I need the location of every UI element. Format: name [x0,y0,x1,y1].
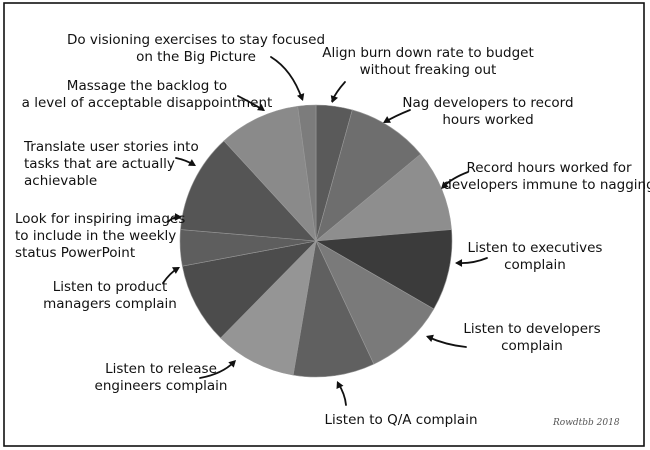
arrow-head [228,360,236,368]
slice-label-line: a level of acceptable disappointment [22,95,273,111]
arrow-head [455,259,463,267]
slice-label-line: Listen to Q/A complain [324,412,477,428]
slice-label-line: Look for inspiring images [15,211,185,227]
slice-label-line: complain [504,257,566,273]
arrow-head [426,334,434,343]
arrow-head [296,93,305,101]
pie-slice [223,105,317,242]
slice-label-line: achievable [24,173,97,189]
slice-label-line: developers immune to nagging [443,177,650,193]
slice-label-line: Listen to release [105,361,217,377]
arrow-head [441,181,449,189]
slice-label-line: Listen to developers [463,321,600,337]
signature: Rowdtbb 2018 [552,418,620,428]
slice-label-line: to include in the weekly [15,228,176,244]
slice-label-line: complain [501,338,563,354]
slice-label: Listen to Q/A complain [324,412,477,428]
slice-label-line: hours worked [442,112,533,128]
arrow-head [188,159,196,166]
arrow-head [330,95,339,103]
arrow-head [257,103,265,111]
pie-slice [181,240,317,339]
slice-label-line: Translate user stories into [23,139,199,155]
arrow-head [172,267,180,274]
slice-label-line: Listen to product [53,279,168,295]
arrow-head [336,381,344,389]
slice-label-line: status PowerPoint [15,245,135,261]
pie-slice [297,104,317,242]
pie-slice [315,109,422,242]
slice-label-line: on the Big Picture [136,49,256,65]
slice-label-line: managers complain [43,296,177,312]
pie-slice [315,240,435,365]
pie-slice [315,229,453,310]
slice-label-line: Nag developers to record [402,95,573,111]
arrow-head [383,116,391,123]
slice-label-line: without freaking out [360,62,497,78]
slice-label-line: Do visioning exercises to stay focused [67,32,325,48]
slice-label-line: Align burn down rate to budget [322,45,534,61]
pie-slice [292,240,375,378]
slice-label-line: Listen to executives [468,240,603,256]
arrow-head [174,213,182,221]
pie-slice [315,153,452,242]
pie-slice [180,140,317,242]
slice-label-line: engineers complain [95,378,228,394]
slice-label-line: Record hours worked for [466,160,632,176]
pie-slice [220,240,317,376]
callout-arrow [270,56,303,100]
slice-label-line: tasks that are actually [24,156,175,172]
slice-label-line: Massage the backlog to [67,78,227,94]
